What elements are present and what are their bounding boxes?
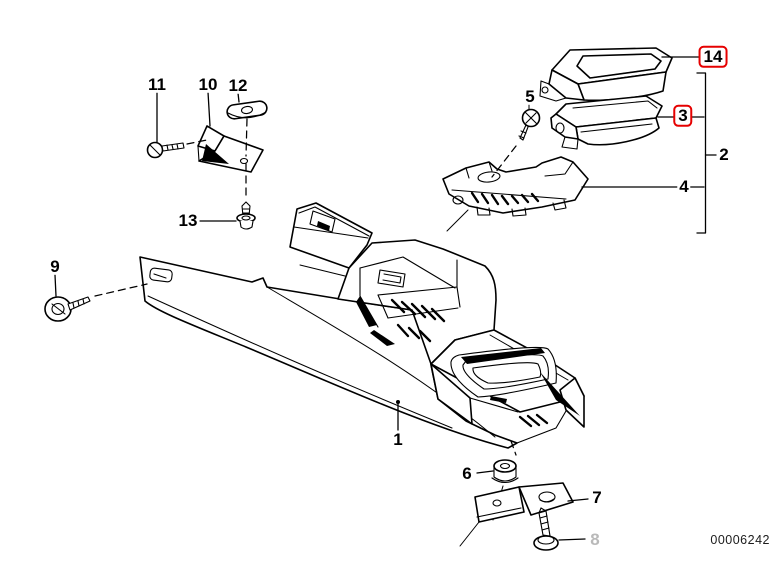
callout-9[interactable]: 9	[48, 256, 62, 276]
part-ashtray-insert	[550, 95, 663, 150]
slider-front-hatching	[470, 191, 540, 206]
callout-6[interactable]: 6	[460, 463, 474, 483]
part-ashtray-slider	[442, 156, 589, 232]
callout-2[interactable]: 2	[717, 144, 731, 164]
image-code: 00006242	[710, 533, 770, 547]
part-console-body	[139, 202, 585, 449]
part-screw-5	[491, 103, 541, 178]
part-fastener-9	[44, 283, 148, 322]
group-bracket-2	[696, 72, 717, 234]
part-cage-nut-12	[226, 100, 268, 120]
callout-1[interactable]: 1	[391, 429, 405, 449]
compartment-hatching	[390, 298, 446, 343]
callout-10[interactable]: 10	[196, 74, 220, 94]
leader-lines	[54, 56, 705, 541]
callout-12[interactable]: 12	[226, 75, 250, 95]
part-storage-tray	[539, 47, 673, 102]
callout-4[interactable]: 4	[677, 176, 691, 196]
part-bracket-10	[197, 125, 264, 173]
part-screw-13	[236, 201, 256, 230]
callout-7[interactable]: 7	[590, 487, 604, 507]
callout-3-highlighted[interactable]: 3	[673, 104, 693, 128]
callout-14-highlighted[interactable]: 14	[698, 45, 728, 69]
part-screw-8	[533, 507, 559, 551]
part-bracket-plates-7	[459, 482, 574, 547]
callout-5[interactable]: 5	[523, 86, 537, 106]
callout-13[interactable]: 13	[176, 210, 200, 230]
leg-hatching	[518, 413, 549, 428]
callout-11[interactable]: 11	[146, 74, 168, 94]
callout-8-muted[interactable]: 8	[588, 529, 602, 549]
part-screw-11	[146, 139, 208, 159]
